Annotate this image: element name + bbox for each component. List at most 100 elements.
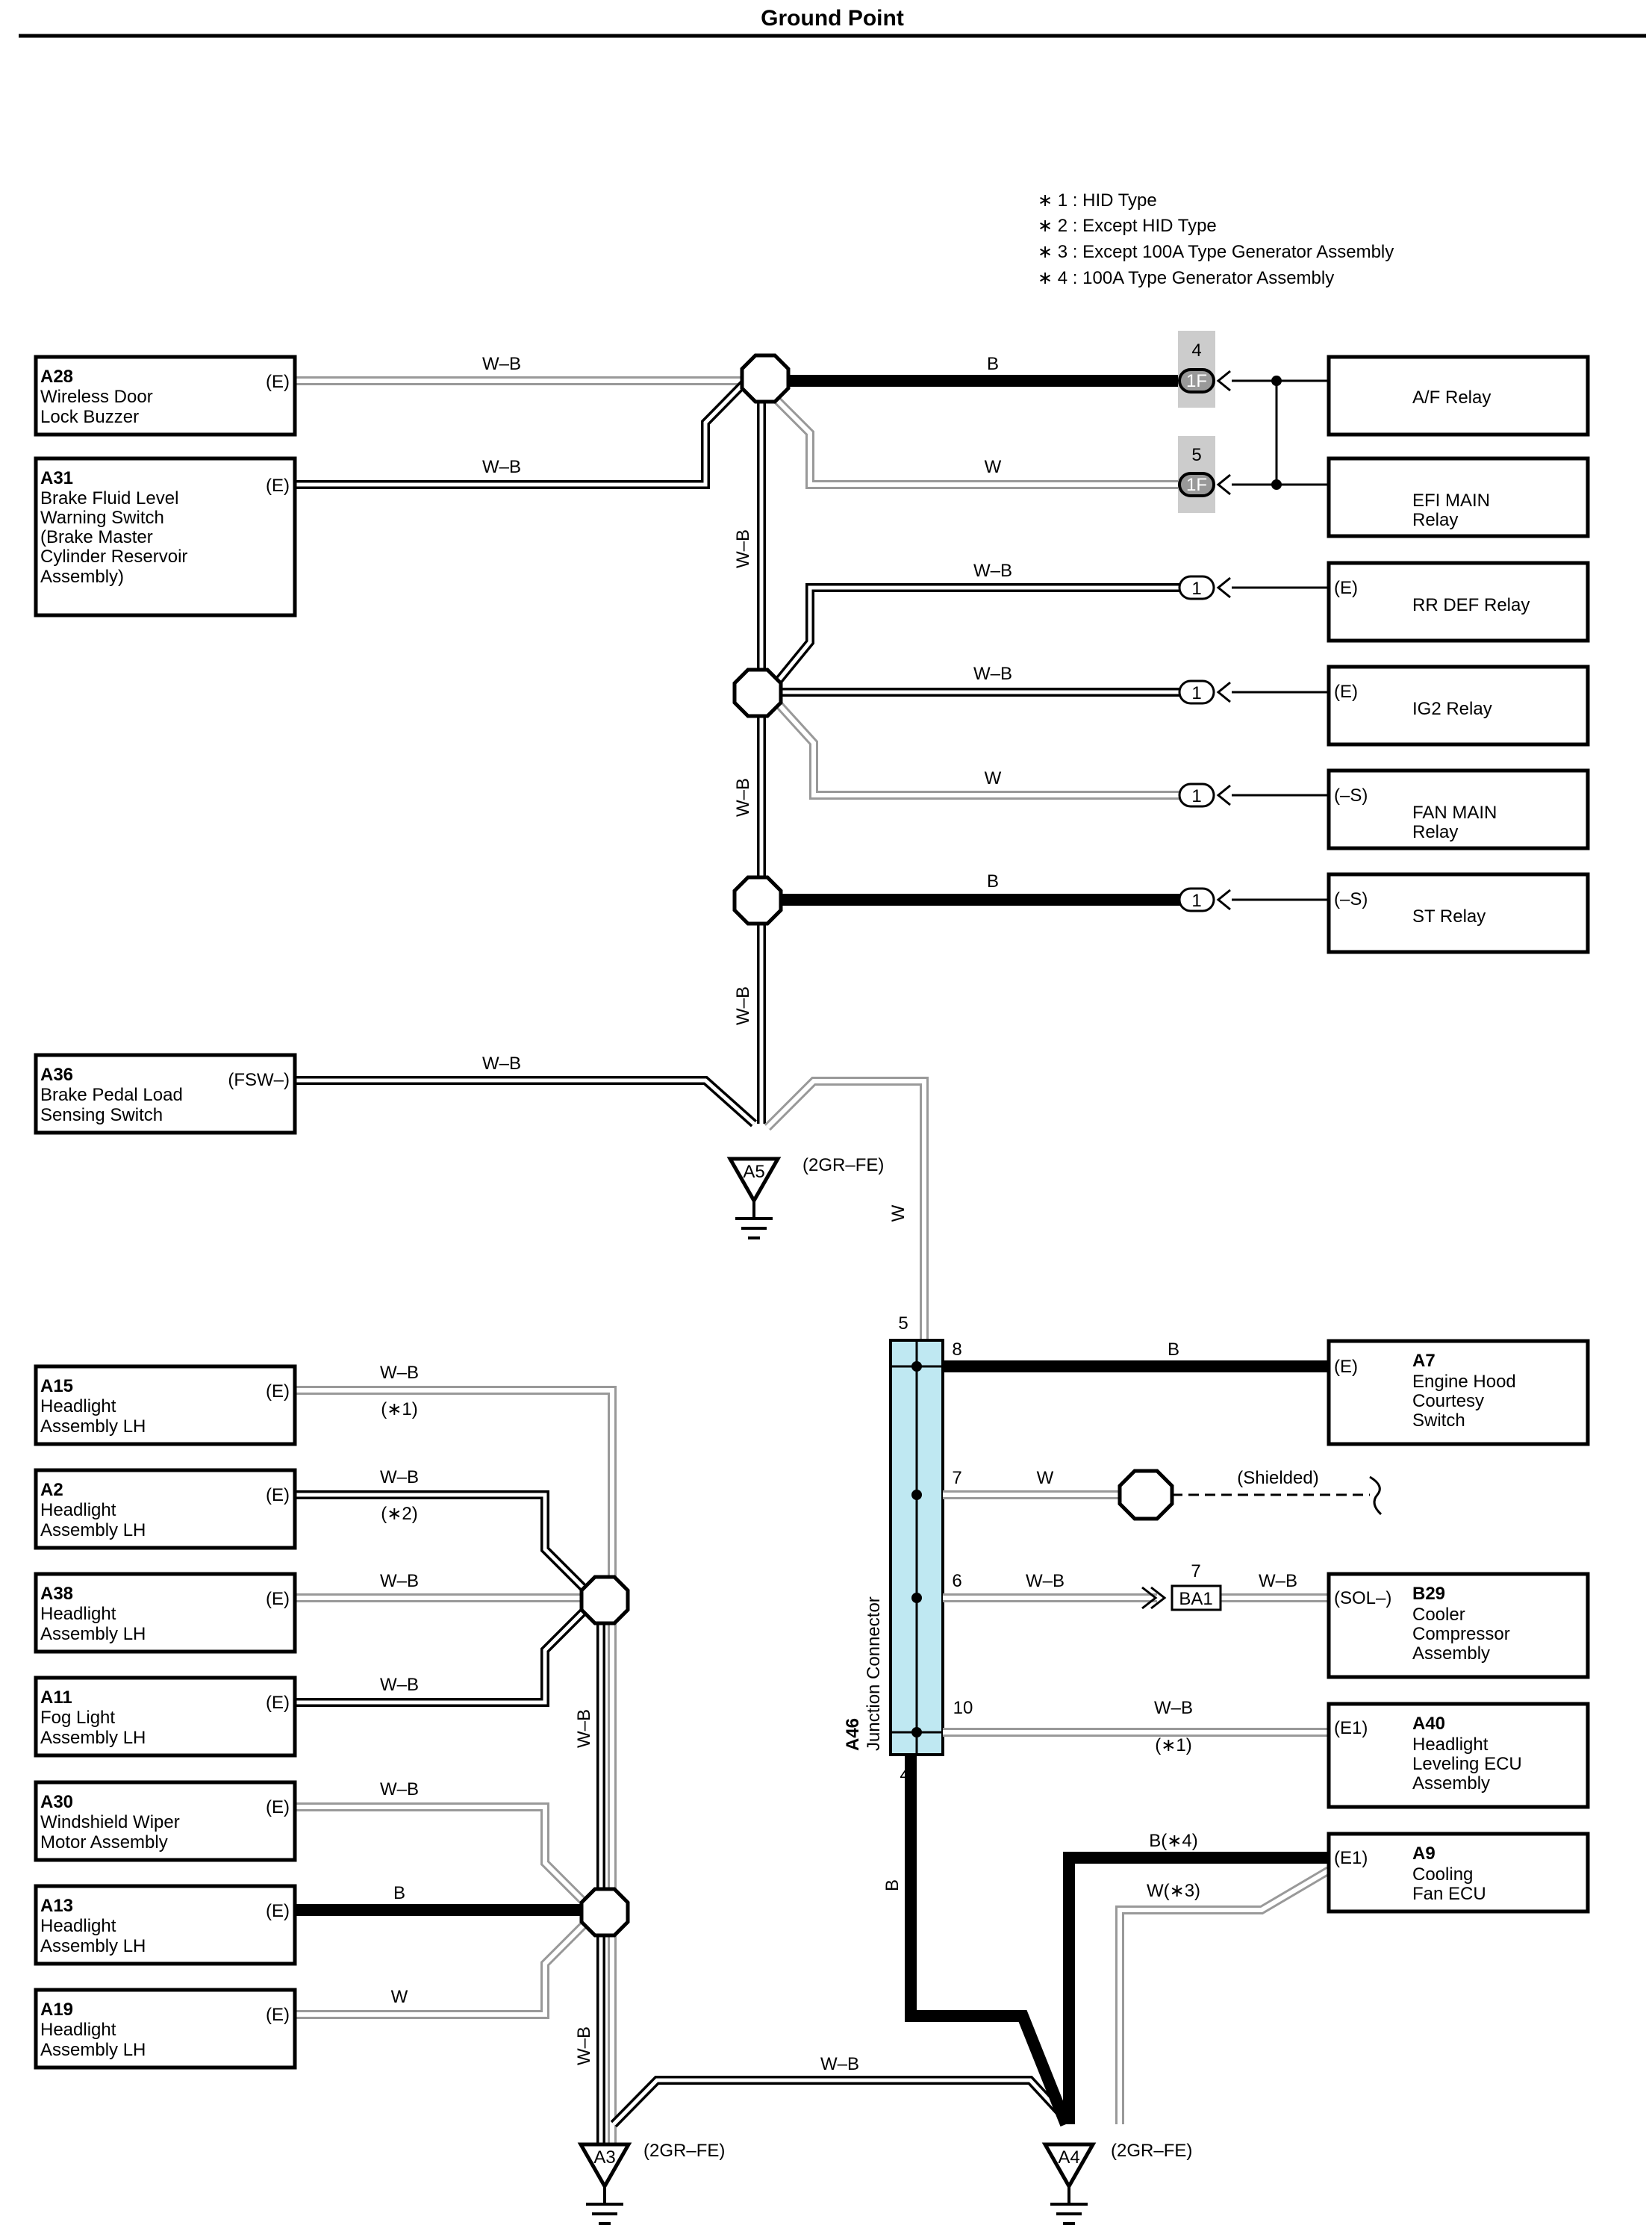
connector-ba1: BA1 7: [1141, 1561, 1222, 1611]
ground-a3: A3 (2GR–FE): [577, 2141, 725, 2225]
svg-text:(E): (E): [266, 2005, 290, 2025]
svg-text:W–B: W–B: [733, 778, 753, 817]
ground-a5: A5 (2GR–FE): [726, 1155, 884, 1239]
svg-text:(Brake Master: (Brake Master: [40, 527, 153, 547]
svg-text:B: B: [987, 871, 999, 892]
note-2: ∗ 2 : Except HID Type: [1038, 216, 1217, 236]
svg-text:W–B: W–B: [380, 1467, 419, 1487]
splice-5: [579, 1887, 630, 1938]
wire-labels-top: W–B W–B B W W–B W–B W B W–B W–B W–B W–B …: [482, 354, 1012, 1222]
svg-text:W–B: W–B: [973, 561, 1012, 581]
svg-text:Leveling ECU: Leveling ECU: [1412, 1754, 1522, 1774]
component-rr-def-relay: (E) RR DEF Relay: [1327, 561, 1590, 643]
svg-text:W–B: W–B: [482, 354, 521, 374]
svg-text:Headlight: Headlight: [40, 1500, 116, 1520]
svg-text:Switch: Switch: [1412, 1410, 1465, 1431]
svg-text:(E): (E): [1334, 682, 1358, 702]
svg-text:Cooler: Cooler: [1412, 1605, 1465, 1625]
svg-text:W–B: W–B: [574, 1709, 594, 1748]
svg-text:A46: A46: [843, 1718, 863, 1751]
svg-text:A19: A19: [40, 2000, 73, 2020]
svg-text:Warning Switch: Warning Switch: [40, 508, 164, 528]
svg-text:Headlight: Headlight: [1412, 1735, 1489, 1755]
svg-text:A38: A38: [40, 1584, 73, 1604]
svg-text:(SOL–): (SOL–): [1334, 1588, 1391, 1608]
svg-text:A11: A11: [40, 1687, 72, 1708]
svg-text:(–S): (–S): [1334, 785, 1368, 806]
note-1: ∗ 1 : HID Type: [1038, 190, 1157, 211]
svg-text:Brake Fluid Level: Brake Fluid Level: [40, 488, 178, 508]
svg-text:A9: A9: [1412, 1844, 1436, 1864]
svg-text:Windshield Wiper: Windshield Wiper: [40, 1812, 180, 1832]
svg-text:Courtesy: Courtesy: [1412, 1391, 1484, 1411]
svg-text:W–B: W–B: [1259, 1571, 1297, 1591]
svg-text:Assembly LH: Assembly LH: [40, 1520, 146, 1540]
svg-text:Cylinder Reservoir: Cylinder Reservoir: [40, 547, 187, 567]
svg-text:W(∗3): W(∗3): [1147, 1881, 1200, 1901]
splice-1: [740, 353, 791, 404]
svg-text:(E): (E): [266, 1381, 290, 1401]
svg-text:A36: A36: [40, 1065, 73, 1085]
component-a38: A38 Headlight Assembly LH (E): [34, 1572, 297, 1654]
component-a40: (E1) A40 Headlight Leveling ECU Assembly: [1327, 1702, 1590, 1809]
svg-text:(2GR–FE): (2GR–FE): [802, 1155, 884, 1175]
svg-text:Assembly): Assembly): [40, 567, 124, 587]
svg-text:Lock Buzzer: Lock Buzzer: [40, 407, 139, 427]
svg-text:Assembly LH: Assembly LH: [40, 1936, 146, 1956]
svg-text:EFI MAIN: EFI MAIN: [1412, 491, 1490, 511]
svg-text:Relay: Relay: [1412, 822, 1458, 842]
splices-top: [732, 353, 791, 926]
note-3: ∗ 3 : Except 100A Type Generator Assembl…: [1038, 242, 1394, 262]
svg-text:A/F Relay: A/F Relay: [1412, 388, 1491, 408]
component-b29: (SOL–) B29 Cooler Compressor Assembly: [1327, 1572, 1590, 1679]
svg-text:Assembly LH: Assembly LH: [40, 1728, 146, 1748]
svg-text:W–B: W–B: [380, 1779, 419, 1799]
svg-text:(E): (E): [266, 1901, 290, 1921]
svg-text:A2: A2: [40, 1480, 63, 1500]
svg-text:W–B: W–B: [380, 1571, 419, 1591]
component-a9: (E1) A9 Cooling Fan ECU: [1327, 1832, 1590, 1914]
svg-text:8: 8: [952, 1340, 961, 1360]
svg-text:(E): (E): [266, 1797, 290, 1817]
svg-text:(E): (E): [266, 1589, 290, 1609]
note-4: ∗ 4 : 100A Type Generator Assembly: [1038, 268, 1334, 288]
svg-text:Headlight: Headlight: [40, 1396, 116, 1416]
component-a13: A13 Headlight Assembly LH (E): [34, 1884, 297, 1966]
junction-connector-a46: 5 8 7 6 10 4 A46 Junction Connector: [843, 1313, 973, 1785]
svg-text:1: 1: [1191, 683, 1201, 703]
svg-text:(E): (E): [266, 476, 290, 496]
splice-3: [732, 875, 783, 926]
svg-text:W–B: W–B: [482, 457, 521, 477]
relay-connectors: 4 5 1F 1F 1 1 1 1: [1178, 331, 1231, 912]
svg-text:(E): (E): [1334, 578, 1358, 598]
svg-text:1: 1: [1191, 891, 1201, 911]
svg-text:ST Relay: ST Relay: [1412, 906, 1486, 927]
component-a11: A11 Fog Light Assembly LH (E): [34, 1676, 297, 1758]
svg-text:B: B: [882, 1879, 903, 1891]
svg-text:6: 6: [952, 1571, 961, 1591]
component-af-relay: A/F Relay: [1327, 355, 1590, 437]
svg-text:W–B: W–B: [380, 1675, 419, 1695]
svg-text:(–S): (–S): [1334, 889, 1368, 909]
svg-text:W–B: W–B: [482, 1054, 521, 1074]
svg-text:B(∗4): B(∗4): [1149, 1831, 1197, 1851]
wire-labels-bottom-left: W–B (∗1) W–B (∗2) W–B W–B W–B B W W–B W–…: [380, 1363, 859, 2074]
svg-text:BA1: BA1: [1179, 1589, 1212, 1609]
svg-text:A15: A15: [40, 1376, 73, 1396]
svg-text:Headlight: Headlight: [40, 2020, 116, 2040]
connector-1-fanmain: [1178, 783, 1215, 808]
svg-text:Headlight: Headlight: [40, 1604, 116, 1624]
svg-text:W–B: W–B: [1154, 1698, 1193, 1718]
svg-text:RR DEF Relay: RR DEF Relay: [1412, 595, 1530, 615]
component-efi-main-relay: EFI MAIN Relay: [1327, 456, 1590, 538]
svg-text:IG2 Relay: IG2 Relay: [1412, 699, 1492, 719]
svg-text:4: 4: [1191, 340, 1201, 361]
svg-text:Assembly: Assembly: [1412, 1643, 1490, 1664]
svg-text:W: W: [391, 1987, 408, 2007]
svg-text:1: 1: [1191, 579, 1201, 599]
svg-text:Cooling: Cooling: [1412, 1864, 1473, 1885]
connector-1-rrdef: [1178, 575, 1215, 600]
wires-junction-right: [905, 1360, 1383, 2127]
svg-text:W: W: [985, 457, 1002, 477]
svg-text:Assembly LH: Assembly LH: [40, 1416, 146, 1437]
